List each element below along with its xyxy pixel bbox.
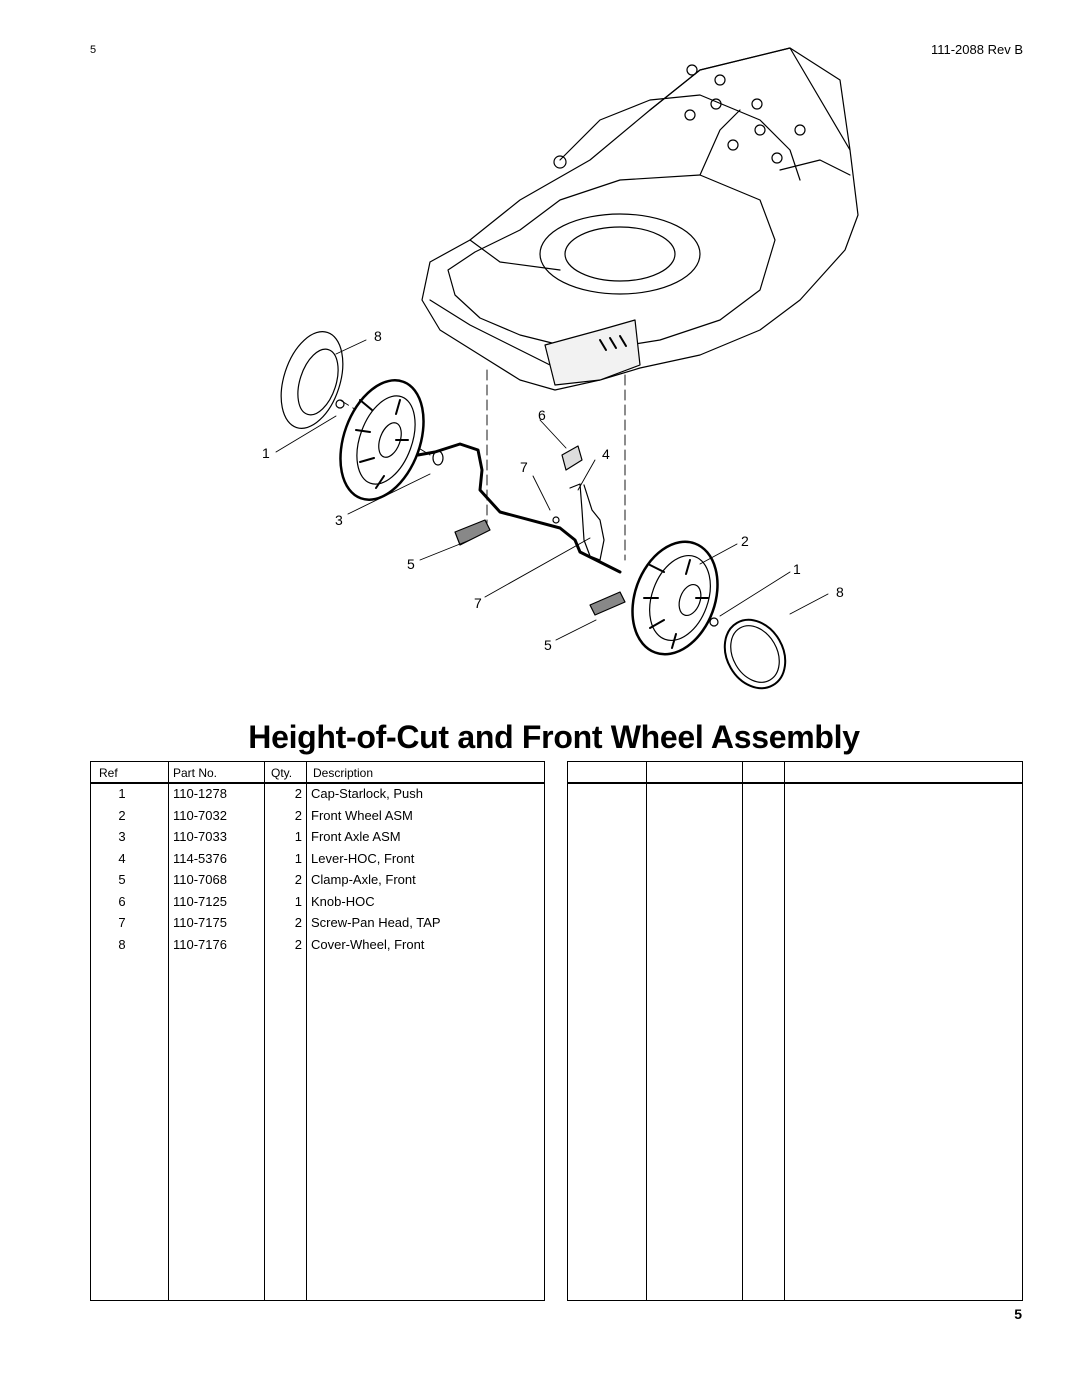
cell-ref: 1 xyxy=(118,786,126,801)
column-divider xyxy=(784,762,785,1300)
column-divider xyxy=(168,762,169,1300)
page-number-top: 5 xyxy=(90,44,97,56)
callout-6: 6 xyxy=(538,407,546,423)
header-ref: Ref xyxy=(99,766,118,780)
header-part-no: Part No. xyxy=(173,766,218,780)
column-divider xyxy=(646,762,647,1300)
callout-7-upper: 7 xyxy=(520,459,528,475)
cell-qty: 2 xyxy=(294,807,302,823)
cell-part-no: 110-7175 xyxy=(173,915,227,930)
callout-7-lower: 7 xyxy=(474,595,482,611)
cell-part-no: 110-7068 xyxy=(173,872,227,887)
right-wheel-cover xyxy=(723,618,787,690)
exploded-parts-diagram: 8 1 6 7 4 3 2 5 1 8 7 5 xyxy=(262,47,859,690)
cell-ref: 5 xyxy=(118,872,126,887)
callout-4: 4 xyxy=(602,446,610,462)
cell-description: Screw-Pan Head, TAP xyxy=(311,915,441,930)
cell-qty: 1 xyxy=(294,893,302,909)
column-divider xyxy=(264,762,265,1300)
push-cap-right xyxy=(709,617,719,627)
right-wheel xyxy=(631,540,719,656)
callout-8-left: 8 xyxy=(374,328,382,344)
cell-part-no: 110-1278 xyxy=(173,786,227,801)
axle-clamp-right xyxy=(589,591,626,616)
callout-8-right: 8 xyxy=(836,584,844,600)
cell-ref: 7 xyxy=(118,915,126,930)
page-number-bottom: 5 xyxy=(1014,1306,1022,1322)
left-wheel-cover xyxy=(280,331,345,429)
cell-description: Cover-Wheel, Front xyxy=(311,936,425,952)
column-divider xyxy=(742,762,743,1300)
cell-description: Lever-HOC, Front xyxy=(311,850,415,866)
page-title: Height-of-Cut and Front Wheel Assembly xyxy=(248,719,860,755)
hoc-lever xyxy=(552,445,605,561)
cell-ref: 6 xyxy=(118,893,126,909)
cell-part-no: 110-7125 xyxy=(173,893,227,909)
mower-deck xyxy=(421,47,859,391)
callout-2: 2 xyxy=(741,533,749,549)
cell-qty: 1 xyxy=(294,829,302,844)
cell-ref: 4 xyxy=(118,850,126,866)
cell-part-no: 110-7176 xyxy=(173,936,227,952)
cell-description: Front Wheel ASM xyxy=(311,807,413,823)
document-revision: 111-2088 Rev B xyxy=(930,42,1023,57)
cell-qty: 2 xyxy=(294,936,302,952)
callout-5-lower: 5 xyxy=(544,637,552,653)
cell-qty: 2 xyxy=(294,872,302,887)
callout-3: 3 xyxy=(335,512,343,528)
header-qty: Qty. xyxy=(271,766,293,780)
table-header-rule xyxy=(568,782,1022,784)
cell-description: Knob-HOC xyxy=(311,893,375,909)
cell-qty: 2 xyxy=(294,915,302,930)
cell-part-no: 114-5376 xyxy=(173,850,227,866)
cell-qty: 2 xyxy=(294,786,302,801)
callout-1-right: 1 xyxy=(793,561,801,577)
cell-description: Front Axle ASM xyxy=(311,829,401,844)
cell-description: Cap-Starlock, Push xyxy=(311,786,423,801)
cell-qty: 1 xyxy=(294,850,302,866)
blank-parts-table xyxy=(567,761,1023,1301)
cell-ref: 2 xyxy=(118,807,126,823)
parts-table: Ref Part No. Qty. Description 1 110-1278 2… xyxy=(90,761,545,1301)
axle-clamp-left xyxy=(454,519,491,546)
cell-part-no: 110-7033 xyxy=(173,829,227,844)
left-wheel xyxy=(339,379,425,501)
cell-ref: 3 xyxy=(118,829,126,844)
cell-description: Clamp-Axle, Front xyxy=(311,872,416,887)
cell-part-no: 110-7032 xyxy=(173,807,227,823)
header-description: Description xyxy=(313,766,374,780)
callout-5-upper: 5 xyxy=(407,556,415,572)
front-axle xyxy=(416,442,622,574)
callout-1-left: 1 xyxy=(262,445,270,461)
cell-ref: 8 xyxy=(118,936,126,952)
column-divider xyxy=(306,762,307,1300)
table-header-rule xyxy=(91,782,544,784)
